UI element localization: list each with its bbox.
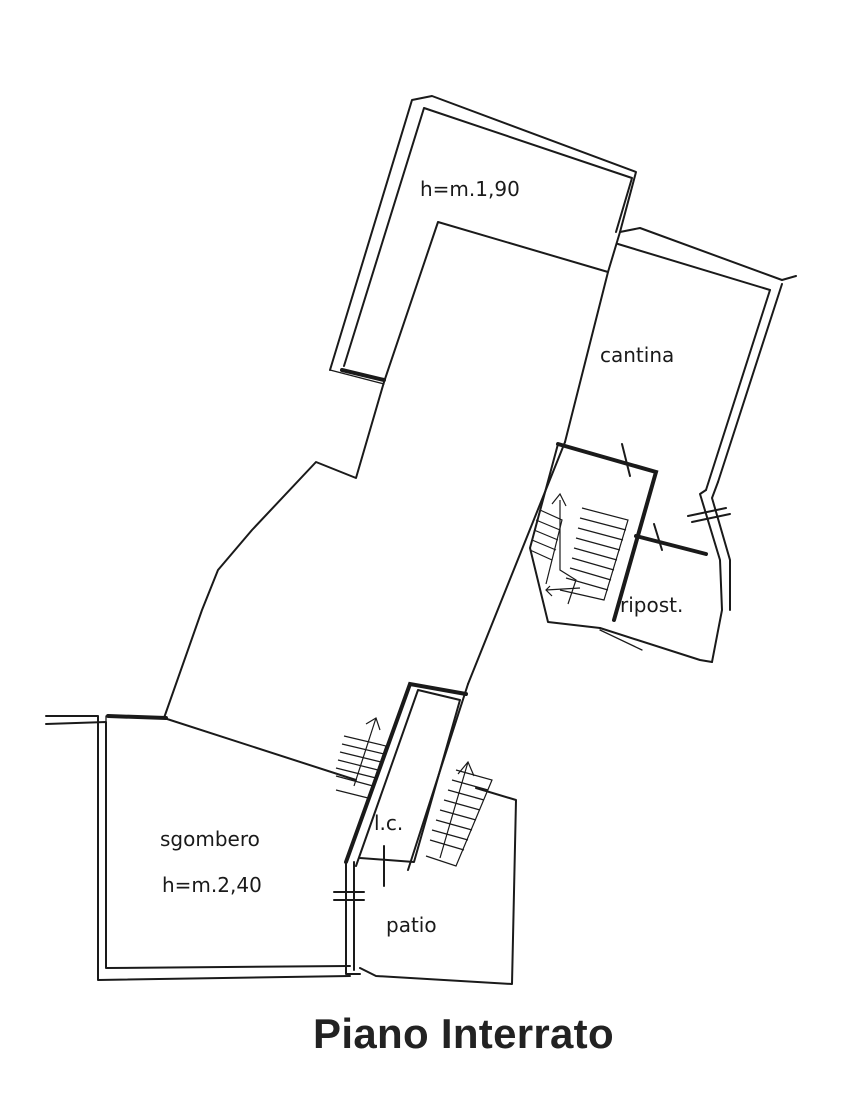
attic-height-label: h=m.1,90 xyxy=(420,177,520,201)
patio-label: patio xyxy=(386,913,437,937)
main-space-walls xyxy=(163,221,609,781)
right-lower-stairs xyxy=(425,760,493,867)
cantina-walls xyxy=(617,227,797,663)
lc-label: l.c. xyxy=(374,811,403,835)
sgombero-label: sgombero xyxy=(160,827,260,851)
upper-stairs xyxy=(529,492,629,605)
stair-core-walls xyxy=(529,442,731,663)
ripostiglio-label: ripost. xyxy=(620,593,683,617)
sgombero-walls xyxy=(45,714,351,981)
cantina-label: cantina xyxy=(600,343,674,367)
floor-title: Piano Interrato xyxy=(313,1010,614,1057)
lc-patio-walls xyxy=(333,681,517,985)
left-lower-stairs xyxy=(335,717,387,799)
sgombero-height-label: h=m.2,40 xyxy=(162,873,262,897)
upper-room-walls xyxy=(329,95,637,385)
